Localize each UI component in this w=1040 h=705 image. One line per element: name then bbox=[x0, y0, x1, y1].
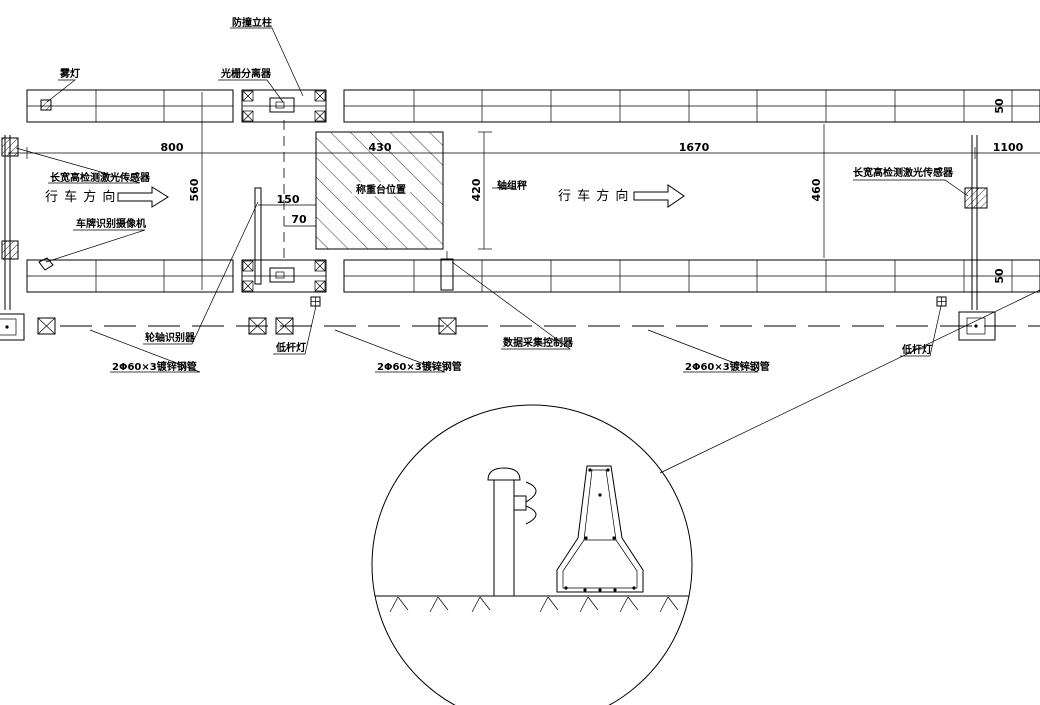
left-sensor-pole bbox=[0, 135, 25, 341]
bottom-island-left bbox=[26, 259, 234, 293]
fog-light-icon bbox=[40, 99, 52, 111]
label-plate-camera: 车牌识别摄像机 bbox=[76, 217, 146, 230]
leader-lines bbox=[15, 27, 1040, 474]
dim-50-top: 50 bbox=[993, 98, 1006, 114]
right-sensor-pole bbox=[958, 135, 996, 341]
junction-box-1 bbox=[37, 317, 56, 335]
label-fog-light: 雾灯 bbox=[59, 67, 80, 80]
junction-box-2 bbox=[248, 317, 267, 335]
dim-150: 150 bbox=[277, 193, 300, 206]
dim-800: 800 bbox=[161, 141, 184, 154]
label-pipe-2: 2Φ60×3镀锌钢管 bbox=[377, 360, 462, 373]
junction-box-3 bbox=[275, 317, 294, 335]
low-pole-light-icon-1 bbox=[310, 296, 321, 307]
label-low-pole-light-1: 低杆灯 bbox=[275, 341, 306, 354]
weighing-platform-label: 称重台位置 bbox=[356, 183, 406, 196]
dim-lines-150-70 bbox=[258, 204, 316, 227]
dim-560: 560 bbox=[188, 178, 201, 201]
dim-430: 430 bbox=[369, 141, 392, 154]
label-pipe-1: 2Φ60×3镀锌钢管 bbox=[112, 360, 197, 373]
detail-barrier bbox=[556, 465, 644, 593]
label-wheel-axle-identifier: 轮轴识别器 bbox=[145, 331, 196, 344]
dim-1670: 1670 bbox=[679, 141, 710, 154]
low-pole-light-icon-2 bbox=[936, 296, 947, 307]
label-pipe-3: 2Φ60×3镀锌钢管 bbox=[685, 360, 770, 373]
dim-70: 70 bbox=[291, 213, 307, 226]
top-island-right bbox=[343, 89, 1040, 123]
direction-label-right: 行 车 方 向 bbox=[558, 188, 629, 204]
dimension-line-top bbox=[8, 147, 1040, 159]
junction-box-4 bbox=[438, 317, 457, 335]
bottom-separator-box bbox=[241, 259, 327, 293]
dim-line-420 bbox=[478, 131, 492, 250]
dim-50-bottom: 50 bbox=[993, 268, 1006, 284]
data-controller-post bbox=[440, 251, 454, 291]
top-separator-box bbox=[241, 89, 327, 123]
bottom-island-right bbox=[343, 259, 1040, 293]
label-anti-collision-post: 防撞立柱 bbox=[232, 16, 272, 29]
direction-label-left: 行 车 方 向 bbox=[45, 189, 116, 205]
label-laser-sensor-right: 长宽高检测激光传感器 bbox=[853, 166, 954, 179]
weighing-platform-label-bg bbox=[352, 182, 410, 196]
wheel-axle-identifier-post bbox=[254, 187, 262, 285]
label-data-controller: 数据采集控制器 bbox=[503, 336, 574, 349]
label-light-curtain-separator: 光栅分离器 bbox=[220, 67, 272, 80]
dim-460: 460 bbox=[810, 178, 823, 201]
detail-circle bbox=[371, 404, 693, 705]
top-island-left bbox=[26, 89, 234, 123]
label-low-pole-light-2: 低杆灯 bbox=[901, 343, 932, 356]
detail-sensor-post bbox=[487, 467, 537, 597]
label-axle-scale: 轴组秤 bbox=[497, 179, 527, 192]
label-laser-sensor-left: 长宽高检测激光传感器 bbox=[50, 171, 151, 184]
dim-420: 420 bbox=[470, 178, 483, 201]
direction-arrow-left-icon bbox=[117, 186, 169, 208]
camera-icon bbox=[38, 257, 54, 271]
direction-arrow-right-icon bbox=[633, 184, 685, 208]
dim-1100: 1100 bbox=[993, 141, 1024, 154]
